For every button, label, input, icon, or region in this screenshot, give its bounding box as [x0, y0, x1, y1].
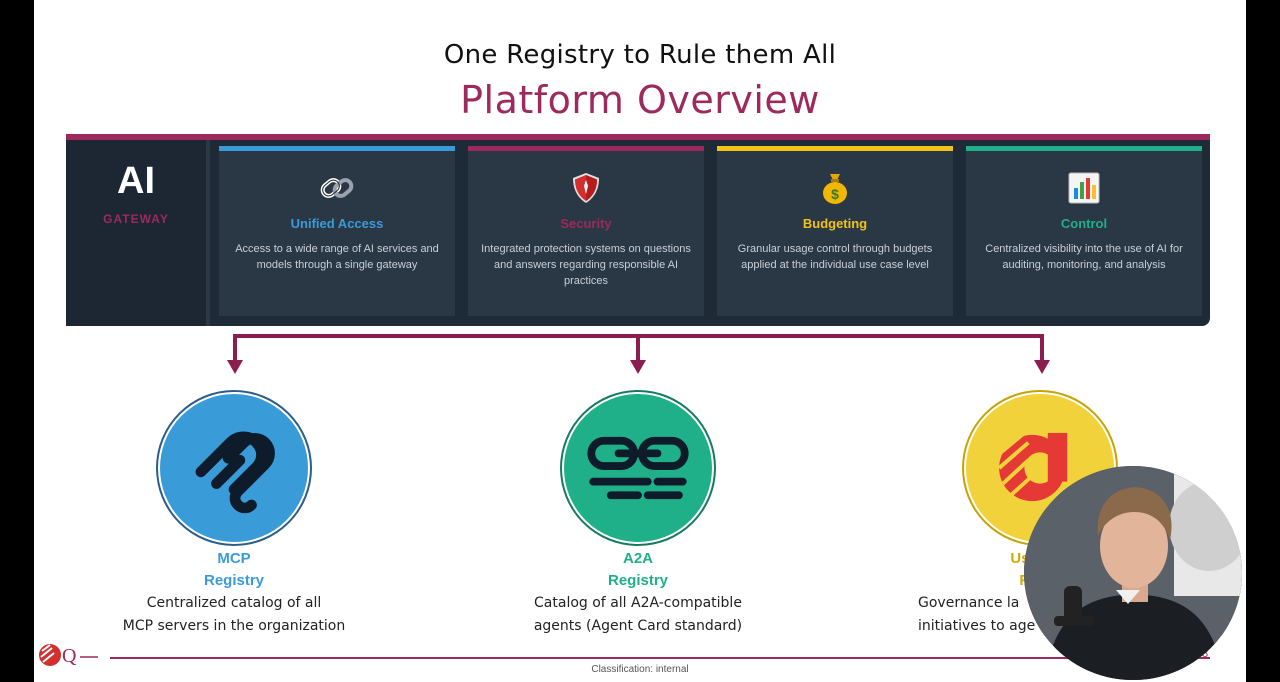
- card-description: Integrated protection systems on questio…: [481, 243, 691, 287]
- presenter-webcam-overlay: [1024, 466, 1242, 680]
- shield-icon: [573, 173, 599, 203]
- a2a-registry-title-1: A2A: [622, 550, 653, 567]
- card-accent-bar: [966, 146, 1202, 151]
- company-logo: Q: [39, 644, 98, 667]
- a2a-registry-circle: [562, 392, 714, 544]
- use-case-icon: [997, 431, 1068, 502]
- mcp-registry-title-2: Registry: [203, 572, 265, 589]
- card-title: Unified Access: [290, 216, 384, 231]
- slide-title: Platform Overview: [460, 78, 820, 122]
- arrow-down-icon: [227, 360, 243, 374]
- classification-label: Classification: internal: [591, 664, 689, 675]
- slide: One Registry to Rule them All Platform O…: [34, 0, 1246, 682]
- card-description: Access to a wide range of AI services an…: [235, 243, 439, 271]
- connector-line-right: [1040, 334, 1044, 360]
- a2a-registry-desc-2: agents (Agent Card standard): [533, 618, 743, 634]
- arrow-down-icon: [630, 360, 646, 374]
- presenter-video: [1024, 466, 1242, 680]
- gateway-divider: [206, 140, 210, 326]
- connector-line-left: [233, 334, 237, 360]
- card-accent-bar: [717, 146, 953, 151]
- chain-link-icon: [320, 178, 354, 198]
- mcp-icon: [195, 431, 275, 514]
- card-budgeting: $ Budgeting Granular usage control throu…: [717, 146, 953, 316]
- gateway-sublabel: GATEWAY: [103, 212, 169, 226]
- card-accent-bar: [468, 146, 704, 151]
- card-title: Budgeting: [802, 216, 868, 231]
- page-number: 8: [1202, 648, 1209, 660]
- gateway-ai-label: AI: [117, 160, 155, 202]
- money-bag-icon: $: [823, 174, 847, 204]
- arrow-down-icon: [1034, 360, 1050, 374]
- card-control: Control Centralized visibility into the …: [966, 146, 1202, 316]
- mcp-registry-desc-1: Centralized catalog of all: [146, 595, 322, 611]
- card-title: Security: [560, 216, 612, 231]
- card-description: Granular usage control through budgets a…: [737, 243, 933, 271]
- bar-chart-icon: [1068, 172, 1100, 204]
- connector-line-center: [636, 334, 640, 360]
- card-accent-bar: [219, 146, 455, 151]
- use-case-registry-desc-1: Governance la: [918, 595, 1020, 611]
- gateway-label-box: [66, 140, 206, 326]
- card-security: Security Integrated protection systems o…: [468, 146, 704, 316]
- card-unified-access: Unified Access Access to a wide range of…: [219, 146, 455, 316]
- card-title: Control: [1060, 216, 1108, 231]
- footer-line: [110, 657, 1210, 659]
- mcp-registry-title-1: MCP: [217, 550, 251, 567]
- a2a-registry-title-2: Registry: [607, 572, 669, 589]
- a2a-icon: [587, 436, 689, 500]
- mcp-registry-circle: [158, 392, 310, 544]
- card-description: Centralized visibility into the use of A…: [985, 243, 1183, 271]
- svg-text:Q: Q: [62, 645, 77, 667]
- slide-supertitle: One Registry to Rule them All: [443, 40, 837, 70]
- mcp-registry-desc-2: MCP servers in the organization: [122, 618, 346, 634]
- a2a-registry-desc-1: Catalog of all A2A-compatible: [534, 595, 742, 611]
- svg-text:$: $: [831, 186, 839, 202]
- use-case-registry-desc-2: initiatives to age: [918, 618, 1036, 634]
